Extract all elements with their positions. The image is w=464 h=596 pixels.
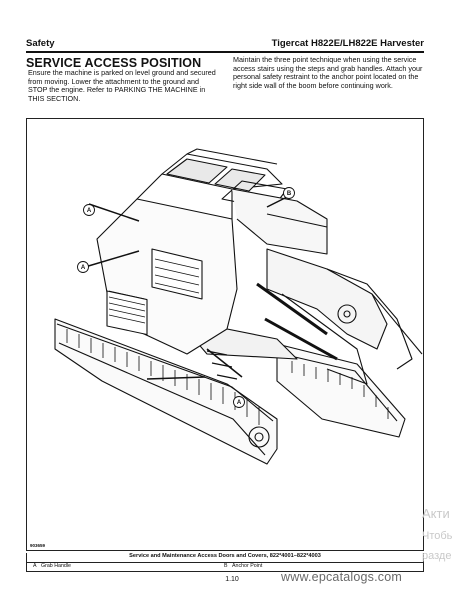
caption-rule xyxy=(27,562,423,563)
legend-text: Grab Handle xyxy=(40,563,72,569)
machine-illustration: A A B A 903659 xyxy=(26,118,424,551)
header-rule xyxy=(26,51,424,53)
legend-item-a: A Grab Handle xyxy=(33,563,71,569)
page-number: 1.10 xyxy=(225,576,239,583)
figure-id: 903659 xyxy=(30,543,46,548)
legend-text: Anchor Point xyxy=(231,563,263,569)
figure-caption: Service and Maintenance Access Doors and… xyxy=(26,553,424,572)
os-activation-line-2: Чтобь xyxy=(422,530,453,542)
paragraph-left: Ensure the machine is parked on level gr… xyxy=(28,68,216,103)
os-activation-line-3: разде xyxy=(422,550,452,562)
legend-key: A xyxy=(33,563,37,569)
paragraph-right: Maintain the three point technique when … xyxy=(233,55,423,90)
watermark-text: www.epcatalogs.com xyxy=(281,570,403,584)
harvester-drawing xyxy=(54,148,423,465)
page-title: SERVICE ACCESS POSITION xyxy=(26,56,202,70)
caption-title: Service and Maintenance Access Doors and… xyxy=(129,553,321,559)
document-title: Tigercat H822E/LH822E Harvester xyxy=(271,38,424,49)
legend-item-b: B Anchor Point xyxy=(224,563,262,569)
section-label: Safety xyxy=(26,38,55,49)
legend-key: B xyxy=(224,563,228,569)
page-header: Safety Tigercat H822E/LH822E Harvester xyxy=(26,38,424,52)
os-activation-line-1: Акти xyxy=(422,506,450,521)
